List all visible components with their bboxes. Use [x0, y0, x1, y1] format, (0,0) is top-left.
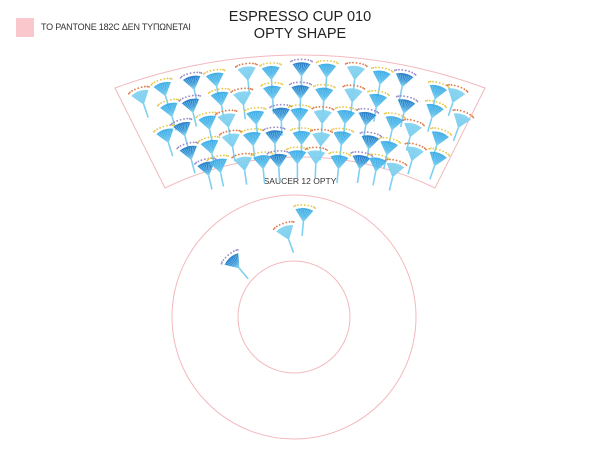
saucer-outer-ring [171, 194, 417, 440]
flower-motif [207, 87, 231, 120]
flower-motif [304, 146, 328, 179]
flower-motif [350, 151, 374, 184]
flower-motif [176, 141, 199, 174]
flower-motif [359, 131, 383, 164]
flower-motif [259, 62, 283, 95]
flower-pattern [127, 58, 475, 280]
flower-motif [178, 94, 202, 127]
title-line-1: ESPRESSO CUP 010 [228, 9, 372, 25]
flower-motif [240, 128, 264, 161]
flower-motif [446, 83, 469, 117]
flower-motif [153, 124, 176, 157]
flower-motif [452, 108, 475, 142]
flower-motif [402, 118, 425, 151]
flower-motif [344, 61, 368, 94]
pantone-swatch [16, 18, 34, 37]
flower-motif [250, 151, 274, 184]
flower-motif [214, 109, 238, 142]
flower-motif [262, 126, 286, 159]
flower-motif [424, 99, 448, 132]
flower-motif [206, 154, 229, 187]
flower-motif [404, 142, 427, 175]
flower-motif [289, 58, 314, 91]
saucer-inner-ring [237, 260, 351, 374]
title-line-2: OPTY SHAPE [253, 26, 347, 42]
flower-motif [260, 81, 284, 114]
flower-motif [220, 249, 249, 280]
flower-motif [427, 80, 451, 113]
flower-motif [428, 147, 451, 180]
flower-motif [367, 153, 390, 186]
flower-motif [383, 112, 407, 145]
flower-motif [243, 106, 267, 139]
flower-motif [293, 203, 317, 236]
page-title: ESPRESSO CUP 010 OPTY SHAPE [200, 9, 400, 43]
flower-motif [285, 146, 309, 179]
flower-motif [150, 77, 173, 110]
flower-motif [393, 68, 417, 101]
flower-motif [288, 81, 312, 114]
flower-motif [378, 136, 402, 169]
flower-motif [266, 149, 290, 182]
flower-motif [312, 83, 336, 116]
saucer-label: SAUCER 12 OPTY [263, 176, 337, 186]
flower-motif [272, 220, 295, 253]
flower-motif [234, 62, 258, 95]
flower-motif [309, 128, 333, 161]
flower-motif [384, 158, 408, 191]
flower-motif [231, 152, 255, 185]
flower-motif [311, 105, 335, 138]
flower-motif [328, 151, 352, 184]
flower-motif [218, 129, 242, 162]
flower-motif [356, 107, 380, 140]
pantone-note: ΤΟ PANTONE 182C ΔΕΝ ΤΥΠΩΝΕΤΑΙ [41, 22, 191, 32]
flower-motif [197, 135, 221, 168]
flower-motif [127, 85, 150, 118]
flower-motif [230, 87, 254, 120]
flower-motif [342, 84, 366, 117]
